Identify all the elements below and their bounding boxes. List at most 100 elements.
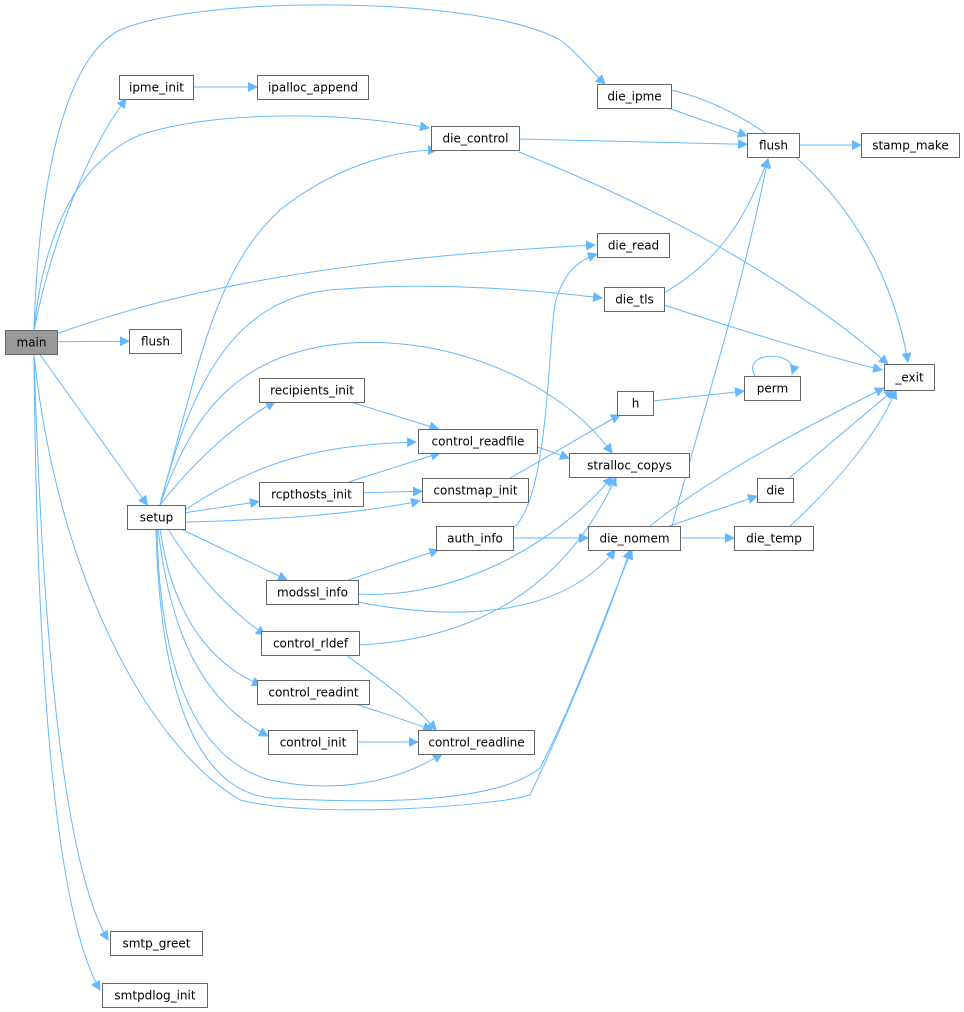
edge-setup-to-stralloc_copys: [159, 341, 613, 506]
node-box: [259, 482, 364, 507]
node-flush-top[interactable]: flush: [747, 133, 800, 158]
node-die[interactable]: die: [757, 478, 794, 503]
node-box: [597, 84, 672, 109]
edge-die_control-to-flush_top: [518, 138, 748, 150]
node-label: control_readfile: [432, 435, 525, 449]
node-label: stamp_make: [872, 139, 949, 153]
node-label: smtp_greet: [122, 937, 190, 951]
node-die-read[interactable]: die_read: [597, 233, 670, 258]
node-box: [436, 526, 514, 551]
edge-die_nomem-to-exit: [649, 387, 885, 527]
node-label: die_control: [443, 132, 509, 146]
node-box: [102, 983, 208, 1008]
node-box: [747, 133, 800, 158]
node-label: main: [17, 336, 47, 350]
node-box: [266, 580, 359, 605]
node-modssl-info[interactable]: modssl_info: [266, 580, 359, 605]
node-box: [422, 478, 529, 503]
node-label: setup: [140, 511, 174, 525]
edge-die_nomem-to-die: [669, 494, 758, 527]
edge-modssl_info-to-stralloc_copys: [357, 476, 613, 595]
node-label: die_ipme: [607, 90, 661, 104]
node-stralloc-copys[interactable]: stralloc_copys: [569, 453, 690, 478]
node-die-nomem[interactable]: die_nomem: [588, 526, 681, 551]
nodes-layer: main ipme_init ipalloc_append die_ipme die_c…: [5, 75, 960, 1008]
node-label: rcpthosts_init: [271, 488, 352, 502]
edge-setup-to-modssl_info: [180, 528, 288, 581]
node-h[interactable]: h: [617, 391, 654, 416]
edge-setup-to-constmap_init: [184, 497, 421, 523]
node-box: [734, 526, 814, 551]
edge-setup-to-die_control: [159, 145, 438, 506]
node-stamp-make[interactable]: stamp_make: [861, 133, 960, 158]
node-exit[interactable]: _exit: [884, 364, 935, 391]
node-label: flush: [759, 139, 788, 153]
node-label: flush: [141, 335, 170, 349]
node-constmap-init[interactable]: constmap_init: [422, 478, 529, 503]
edge-control_rldef-to-stralloc_copys: [358, 476, 617, 646]
node-box: [597, 233, 670, 258]
node-control-init[interactable]: control_init: [268, 730, 358, 755]
node-label: die_tls: [615, 293, 654, 307]
edge-main-to-die_ipme: [33, 4, 606, 331]
edge-h-to-perm: [652, 387, 745, 402]
edge-setup-to-die_tls: [159, 285, 603, 506]
node-ipalloc-append[interactable]: ipalloc_append: [257, 75, 369, 100]
node-label: smtpdlog_init: [114, 989, 195, 1003]
node-label: ipalloc_append: [268, 81, 358, 95]
edges-layer: [33, 4, 912, 991]
node-perm[interactable]: perm: [744, 376, 801, 401]
node-label: control_readline: [428, 736, 524, 750]
edge-control_readint-to-control_readline: [354, 703, 433, 732]
edge-die_tls-to-exit: [663, 304, 883, 373]
node-box: [268, 730, 358, 755]
edge-control_rldef-to-control_readline: [345, 654, 437, 731]
node-box: [744, 376, 801, 401]
node-die-control[interactable]: die_control: [431, 126, 520, 151]
node-auth-info[interactable]: auth_info: [436, 526, 514, 551]
node-die-temp[interactable]: die_temp: [734, 526, 814, 551]
edge-die-to-exit: [788, 389, 895, 479]
node-box: [110, 931, 203, 956]
edge-main-to-die_nomem: [33, 353, 632, 811]
node-main[interactable]: main: [5, 330, 58, 355]
node-label: modssl_info: [277, 586, 348, 600]
node-label: recipients_init: [270, 384, 354, 398]
node-label: perm: [757, 382, 788, 396]
edge-main-to-die_read: [55, 240, 596, 335]
node-recipients-init[interactable]: recipients_init: [259, 378, 365, 403]
edge-setup-to-control_readfile: [184, 437, 417, 511]
node-control-rldef[interactable]: control_rldef: [261, 631, 360, 656]
node-box: [588, 526, 681, 551]
node-die-ipme[interactable]: die_ipme: [597, 84, 672, 109]
node-box: [259, 378, 365, 403]
node-ipme-init[interactable]: ipme_init: [119, 75, 194, 100]
edge-die_nomem-to-flush_top: [671, 158, 772, 527]
node-label: auth_info: [447, 532, 503, 546]
node-box: [261, 631, 360, 656]
node-smtp-greet[interactable]: smtp_greet: [110, 931, 203, 956]
node-control-readint[interactable]: control_readint: [257, 680, 370, 705]
node-setup[interactable]: setup: [127, 505, 186, 530]
node-die-tls[interactable]: die_tls: [604, 287, 665, 312]
node-smtpdlog-init[interactable]: smtpdlog_init: [102, 983, 208, 1008]
node-rcpthosts-init[interactable]: rcpthosts_init: [259, 482, 364, 507]
edge-die_ipme-to-exit: [670, 89, 912, 363]
node-control-readfile[interactable]: control_readfile: [418, 429, 538, 454]
node-label: h: [632, 397, 640, 411]
edge-die_control-to-exit: [518, 151, 889, 365]
node-box: [861, 133, 960, 158]
node-box: [119, 75, 194, 100]
node-label: die_nomem: [599, 532, 669, 546]
edge-constmap_init-to-h: [509, 414, 621, 479]
edge-rcpthosts_init-to-constmap_init: [362, 486, 423, 497]
edge-modssl_info-to-auth_info: [347, 548, 440, 581]
node-box: [127, 505, 186, 530]
edge-rcpthosts_init-to-control_readfile: [348, 450, 441, 483]
edge-main-to-die_control: [33, 115, 430, 331]
node-box: [617, 391, 654, 416]
edge-main-to-flush_main: [56, 336, 130, 347]
node-control-readline[interactable]: control_readline: [418, 730, 535, 755]
node-flush-main[interactable]: flush: [129, 329, 182, 354]
